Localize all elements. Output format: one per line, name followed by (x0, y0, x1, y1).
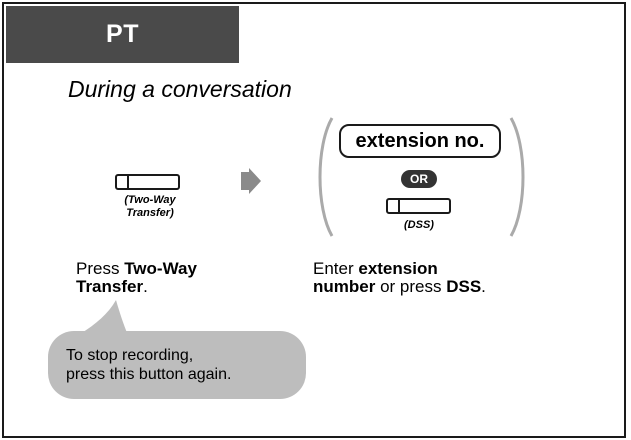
note-text: To stop recording, press this button aga… (66, 347, 232, 383)
dss-caption: (DSS) (404, 219, 434, 231)
note-bubble-tail-icon (80, 300, 130, 340)
right-parenthesis-icon (509, 117, 525, 237)
step1-instruction: Press Two-Way Transfer. (76, 259, 197, 296)
left-parenthesis-icon (318, 117, 334, 237)
dss-key-icon (386, 198, 451, 214)
step2-instruction: Enter extension number or press DSS. (313, 259, 486, 296)
two-way-transfer-caption: (Two-Way Transfer) (124, 194, 176, 219)
context-heading: During a conversation (68, 76, 292, 102)
pt-tab-label: PT (106, 20, 139, 48)
two-way-transfer-key-icon (115, 174, 180, 190)
next-step-arrow-icon (241, 168, 261, 194)
extension-number-box: extension no. (339, 124, 501, 158)
note-bubble (48, 331, 306, 399)
or-badge: OR (401, 170, 437, 188)
pt-tab: PT (6, 6, 239, 63)
